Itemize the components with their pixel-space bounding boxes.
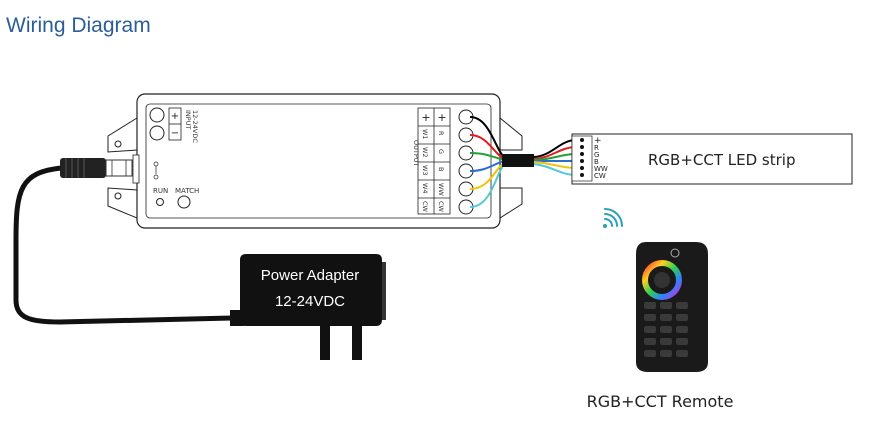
output-label: OUTPUT bbox=[412, 140, 420, 167]
out-r5-c0: CW bbox=[421, 201, 429, 213]
out-r2-c0: W2 bbox=[421, 147, 429, 158]
match-button[interactable] bbox=[177, 195, 191, 209]
strip-pin-b: B bbox=[594, 158, 599, 166]
dc-input-cable bbox=[13, 165, 235, 325]
out-r0-c0: + bbox=[421, 111, 430, 124]
input-terminal-block: + − INPUT 12-24VDC bbox=[149, 107, 199, 143]
out-r0-c1: + bbox=[437, 111, 446, 124]
led-strip: + R G B WW CW RGB+CCT LED strip bbox=[571, 133, 853, 185]
remote-caption: RGB+CCT Remote bbox=[587, 392, 734, 411]
run-label: RUN bbox=[153, 187, 168, 195]
out-r2-c1: G bbox=[437, 149, 445, 154]
rgb-cct-remote: RGB+CCT Remote bbox=[587, 242, 734, 411]
input-minus-label: − bbox=[171, 128, 179, 139]
controller: + − INPUT 12-24VDC RUN MATCH OUTPUT bbox=[107, 93, 523, 229]
out-r1-c0: W1 bbox=[421, 129, 429, 140]
out-r5-c1: CW bbox=[437, 201, 445, 213]
input-label: INPUT bbox=[184, 110, 192, 129]
remote-power-icon[interactable] bbox=[670, 248, 680, 258]
strip-pin-r: R bbox=[594, 144, 599, 152]
strip-pin-cw: CW bbox=[594, 172, 606, 180]
out-r3-c1: B bbox=[437, 167, 445, 171]
remote-color-wheel[interactable] bbox=[642, 260, 682, 300]
strip-pin-plus: + bbox=[594, 136, 602, 146]
out-r4-c0: W4 bbox=[421, 183, 429, 194]
strip-pin-g: G bbox=[594, 151, 599, 159]
match-label: MATCH bbox=[175, 187, 199, 195]
adapter-label-line1: Power Adapter bbox=[261, 267, 359, 284]
out-r4-c1: WW bbox=[437, 183, 445, 196]
led-strip-label: RGB+CCT LED strip bbox=[648, 151, 796, 169]
remote-keypad[interactable] bbox=[644, 302, 688, 357]
wire-sleeve bbox=[502, 154, 534, 167]
output-terminal-table: OUTPUT + + W1 R W2 G W3 B W4 WW CW CW bbox=[412, 107, 451, 215]
out-r1-c1: R bbox=[437, 131, 445, 136]
run-indicator bbox=[156, 198, 164, 206]
input-plus-label: + bbox=[171, 111, 179, 122]
power-adapter: Power Adapter 12-24VDC bbox=[230, 254, 386, 360]
out-r3-c0: W3 bbox=[421, 165, 429, 176]
dc-plug bbox=[60, 158, 133, 178]
diagram-title: Wiring Diagram bbox=[6, 14, 151, 37]
wireless-signal-icon bbox=[603, 208, 623, 228]
dc-jack bbox=[132, 154, 159, 184]
input-voltage-label: 12-24VDC bbox=[191, 110, 199, 143]
adapter-label-line2: 12-24VDC bbox=[275, 293, 345, 310]
strip-wires bbox=[533, 139, 577, 176]
strip-pin-ww: WW bbox=[594, 165, 608, 173]
